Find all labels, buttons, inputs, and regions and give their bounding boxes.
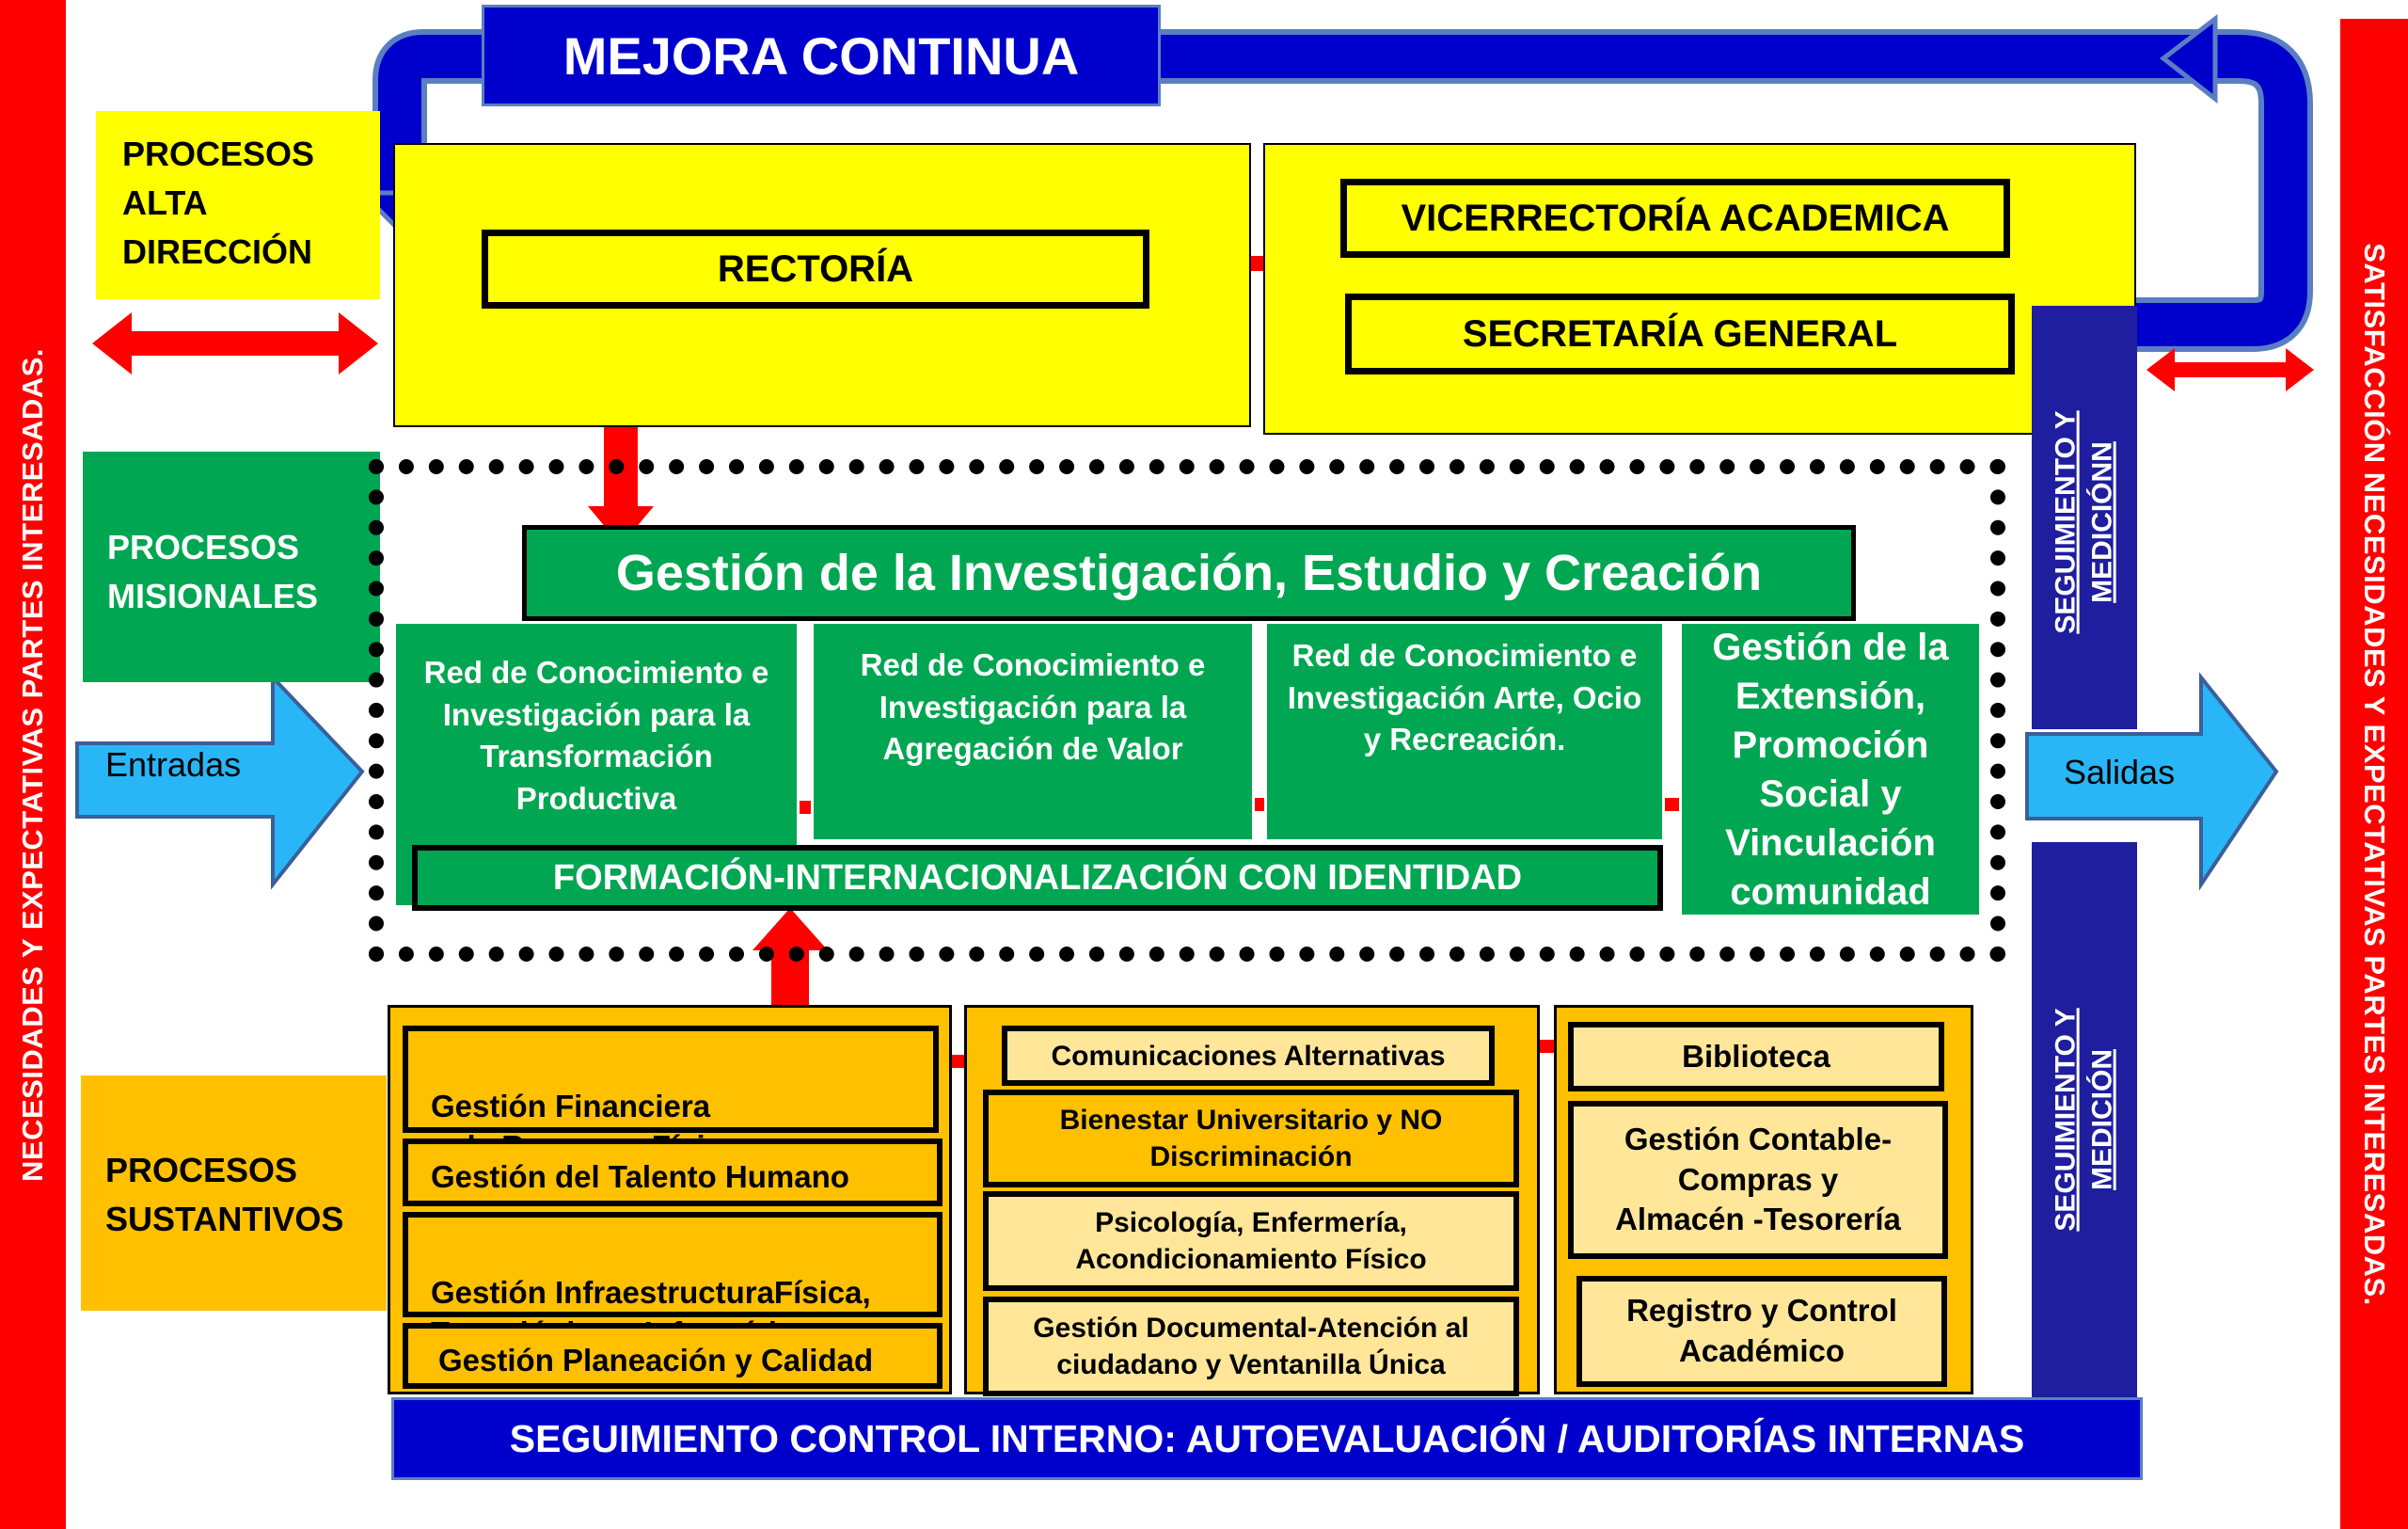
talento-humano-box[interactable]: Gestión del Talento Humano bbox=[403, 1139, 943, 1206]
red-transformacion-text: Red de Conocimiento e Investigación para… bbox=[423, 655, 769, 816]
biblioteca-text: Biblioteca bbox=[1682, 1038, 1830, 1074]
talento-humano-text: Gestión del Talento Humano bbox=[431, 1159, 849, 1194]
seguimiento-column-bottom bbox=[2032, 842, 2137, 1397]
red-arte-box[interactable]: Red de Conocimiento e Investigación Arte… bbox=[1264, 621, 1665, 842]
secretaria-box[interactable]: SECRETARÍA GENERAL bbox=[1345, 294, 2015, 374]
vicerrectoria-text: VICERRECTORÍA ACADEMICA bbox=[1401, 197, 1950, 239]
misionales-dotted-frame bbox=[369, 459, 2005, 962]
gestion-documental-box[interactable]: Gestión Documental-Atención al ciudadano… bbox=[983, 1297, 1519, 1396]
registro-control-text: Registro y Control Académico bbox=[1626, 1293, 1897, 1368]
red-agregacion-text: Red de Conocimiento e Investigación para… bbox=[860, 647, 1206, 767]
gestion-contable-box[interactable]: Gestión Contable- Compras y Almacén -Tes… bbox=[1568, 1101, 1948, 1259]
gestion-financiera-box[interactable]: Gestión Financiera y de Recursos Físicos… bbox=[403, 1026, 939, 1164]
formacion-bar[interactable]: FORMACIÓN-INTERNACIONALIZACIÓN CON IDENT… bbox=[412, 845, 1663, 911]
psicologia-box[interactable]: Psicología, Enfermería, Acondicionamient… bbox=[983, 1191, 1519, 1291]
left-stakeholder-bar: NECESIDADES Y EXPECTATIVAS PARTES INTERE… bbox=[0, 0, 66, 1529]
planeacion-calidad-box[interactable]: Gestión Planeación y Calidad bbox=[403, 1323, 943, 1389]
secretaria-text: SECRETARÍA GENERAL bbox=[1462, 312, 1898, 355]
biblioteca-box[interactable]: Biblioteca bbox=[1568, 1022, 1944, 1091]
registro-control-box[interactable]: Registro y Control Académico bbox=[1576, 1276, 1947, 1387]
psicologia-text: Psicología, Enfermería, Acondicionamient… bbox=[1075, 1207, 1427, 1275]
mejora-continua-text: MEJORA CONTINUA bbox=[562, 25, 1080, 86]
red-arte-text: Red de Conocimiento e Investigación Arte… bbox=[1287, 638, 1642, 757]
alta-direccion-label: PROCESOS ALTA DIRECCIÓN bbox=[96, 111, 380, 299]
control-interno-bar: SEGUIMIENTO CONTROL INTERNO: AUTOEVALUAC… bbox=[391, 1397, 2143, 1480]
rectoria-box[interactable]: RECTORÍA bbox=[482, 230, 1149, 309]
investigacion-title-box: Gestión de la Investigación, Estudio y C… bbox=[522, 525, 1856, 621]
seguimiento-bottom-line1: SEGUIMIENTO Y bbox=[2051, 1008, 2082, 1232]
seguimiento-bottom-label: SEGUIMIENTO Y MEDICIÓN bbox=[2032, 969, 2137, 1270]
comunicaciones-box[interactable]: Comunicaciones Alternativas bbox=[1002, 1026, 1495, 1086]
seguimiento-top-label: SEGUIMIENTO Y MEDICIÓNN bbox=[2032, 367, 2137, 677]
seguimiento-column-top bbox=[2032, 306, 2137, 729]
investigacion-title-text: Gestión de la Investigación, Estudio y C… bbox=[615, 545, 1763, 601]
control-interno-text: SEGUIMIENTO CONTROL INTERNO: AUTOEVALUAC… bbox=[509, 1416, 2025, 1460]
red-agregacion-box[interactable]: Red de Conocimiento e Investigación para… bbox=[811, 621, 1255, 842]
formacion-text: FORMACIÓN-INTERNACIONALIZACIÓN CON IDENT… bbox=[552, 857, 1523, 898]
extension-text: Gestión de la Extensión, Promoción Socia… bbox=[1712, 626, 1949, 913]
vicerrectoria-box[interactable]: VICERRECTORÍA ACADEMICA bbox=[1340, 179, 2010, 258]
misionales-label: PROCESOS MISIONALES bbox=[83, 452, 380, 682]
salidas-label: Salidas bbox=[2064, 753, 2176, 791]
comunicaciones-text: Comunicaciones Alternativas bbox=[1051, 1040, 1446, 1072]
seguimiento-top-line2: MEDICIÓNN bbox=[2087, 441, 2118, 603]
rectoria-text: RECTORÍA bbox=[717, 247, 914, 290]
sustantivos-label: PROCESOS SUSTANTIVOS bbox=[81, 1075, 387, 1311]
bienestar-box[interactable]: Bienestar Universitario y NO Discriminac… bbox=[983, 1090, 1519, 1187]
gestion-contable-text: Gestión Contable- Compras y Almacén -Tes… bbox=[1615, 1121, 1901, 1237]
gestion-documental-text: Gestión Documental-Atención al ciudadano… bbox=[1033, 1313, 1469, 1380]
alta-direccion-label-text: PROCESOS ALTA DIRECCIÓN bbox=[122, 135, 315, 272]
right-stakeholder-bar: SATISFACCIÓN NECESIDADES Y EXPECTATIVAS … bbox=[2340, 19, 2408, 1529]
bienestar-text: Bienestar Universitario y NO Discriminac… bbox=[1059, 1105, 1443, 1172]
sustantivos-label-text: PROCESOS SUSTANTIVOS bbox=[105, 1151, 344, 1239]
mejora-continua-banner: MEJORA CONTINUA bbox=[482, 5, 1161, 106]
entradas-label: Entradas bbox=[105, 745, 242, 784]
seguimiento-top-line1: SEGUIMIENTO Y bbox=[2051, 410, 2082, 634]
seguimiento-bottom-line2: MEDICIÓN bbox=[2087, 1049, 2118, 1190]
misionales-label-text: PROCESOS MISIONALES bbox=[107, 528, 319, 616]
extension-box[interactable]: Gestión de la Extensión, Promoción Socia… bbox=[1679, 621, 1982, 917]
planeacion-calidad-text: Gestión Planeación y Calidad bbox=[438, 1343, 874, 1378]
infraestructura-box[interactable]: Gestión InfraestructuraFísica, Tecnológi… bbox=[403, 1212, 943, 1350]
